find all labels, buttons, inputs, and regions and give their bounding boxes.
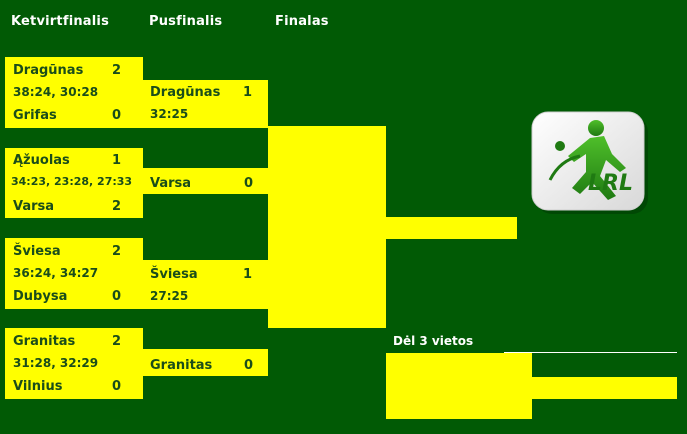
qf4-team1-score: 2	[112, 334, 122, 349]
qf3-team2-name: Dubysa	[13, 289, 68, 304]
third-place-divider	[504, 352, 677, 353]
quarterfinal-match-3: Šviesa 2 36:24, 34:27 Dubysa 0	[5, 238, 143, 309]
sf2-team2-score: 0	[244, 358, 254, 373]
final-connector	[268, 194, 386, 262]
sf2-results: 27:25	[150, 289, 189, 303]
sf2-team2-name: Granitas	[150, 358, 213, 373]
third-place-winner-line	[532, 377, 677, 399]
qf1-team1-score: 2	[112, 63, 122, 78]
sf1-results: 32:25	[150, 107, 189, 121]
sf2-team1-name: Šviesa	[150, 267, 198, 282]
qf2-team1-name: Ąžuolas	[13, 153, 70, 168]
qf4-team1-name: Granitas	[13, 334, 76, 349]
qf1-results: 38:24, 30:28	[13, 85, 99, 99]
header-quarterfinals: Ketvirtfinalis	[11, 14, 110, 29]
quarterfinal-match-4: Granitas 2 31:28, 32:29 Vilnius 0	[5, 328, 143, 399]
qf1-team1-name: Dragūnas	[13, 63, 84, 78]
handball-player-logo-icon: LRL	[531, 111, 648, 214]
quarterfinal-match-2: Ąžuolas 1 34:23, 23:28, 27:33 Varsa 2	[5, 148, 143, 218]
quarterfinal-match-1: Dragūnas 2 38:24, 30:28 Grifas 0	[5, 57, 143, 128]
qf2-team2-name: Varsa	[13, 199, 55, 214]
final-winner-line	[386, 217, 517, 239]
qf2-team1-score: 1	[112, 153, 122, 168]
qf4-team2-name: Vilnius	[13, 379, 63, 394]
qf2-results: 34:23, 23:28, 27:33	[11, 175, 133, 188]
qf3-team2-score: 0	[112, 289, 122, 304]
header-final: Finalas	[275, 14, 329, 29]
qf3-results: 36:24, 34:27	[13, 266, 99, 280]
bracket-gap	[143, 128, 268, 168]
qf4-results: 31:28, 32:29	[13, 356, 99, 370]
qf3-team1-name: Šviesa	[13, 244, 61, 259]
sf2-team1-score: 1	[243, 267, 253, 282]
qf3-team1-score: 2	[112, 244, 122, 259]
bracket-gap	[143, 309, 268, 349]
logo-text: LRL	[588, 171, 633, 196]
sf1-team1-score: 1	[243, 85, 253, 100]
qf4-team2-score: 0	[112, 379, 122, 394]
header-semifinals: Pusfinalis	[149, 14, 223, 29]
sf1-team2-score: 0	[244, 176, 254, 191]
qf1-team2-score: 0	[112, 108, 122, 123]
sf1-team1-name: Dragūnas	[150, 85, 221, 100]
third-place-title: Dėl 3 vietos	[393, 334, 474, 348]
third-place-block	[386, 353, 532, 419]
qf2-team2-score: 2	[112, 199, 122, 214]
sf1-team2-name: Varsa	[150, 176, 192, 191]
qf1-team2-name: Grifas	[13, 108, 57, 123]
